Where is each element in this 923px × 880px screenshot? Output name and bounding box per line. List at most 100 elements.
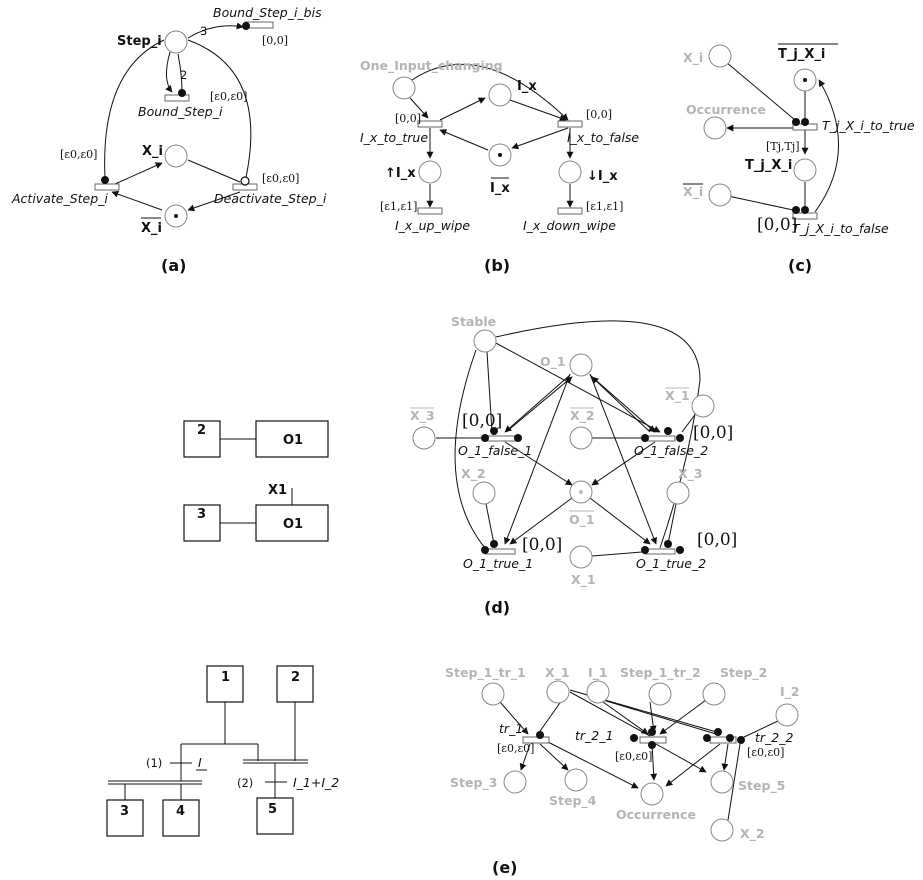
place-x-2 [472,481,496,505]
place-down-i-x [558,160,582,184]
label-i-x-to-true: I_x_to_true [360,130,428,145]
interval-tr-1: [ε0,ε0] [497,742,534,755]
label-o-1-false-2: O_1_false_2 [634,443,708,458]
step-4-label: 4 [176,804,185,819]
label-up-i-x: ↑I_x [385,166,416,181]
transition-o-1-false-2 [644,435,676,442]
step-2-label: 2 [197,423,206,438]
interval-true-1: [0,0] [522,535,562,555]
transition-i-x-up-wipe [417,207,443,215]
label-i-x-down-wipe: I_x_down_wipe [523,218,616,233]
interval-tr-2-1: [ε0,ε0] [615,750,652,763]
transition-bound-step-i [164,94,190,102]
place-stable [473,329,497,353]
interval-bound-bis: [0,0] [262,34,288,47]
interval-to-true: [0,0] [395,112,421,125]
place-i-2 [775,703,799,727]
label-step-1-tr-2: Step_1_tr_2 [620,665,701,681]
place-x-1 [569,545,593,569]
step-5-box [256,797,294,835]
place-occurrence [640,782,664,806]
place-x-1 [546,680,570,704]
label-i-x: I_x [517,79,537,94]
label-o-1: O_1 [540,354,566,370]
label-x-2: X_2 [461,466,486,482]
step-2-box [276,665,314,703]
label-bound-step-i: Bound_Step_i [138,104,223,119]
interval-down-wipe: [ε1,ε1] [586,200,623,213]
transition-i-x-to-true [417,120,443,128]
place-x-i-bar [708,183,732,207]
label-2: (2) [237,776,253,790]
label-x-i-bar: X_i [141,221,162,236]
label-deactivate-step-i: Deactivate_Step_i [214,191,327,206]
label-t-j-x-i: T_j_X_i [745,158,792,173]
place-step-3 [503,770,527,794]
label-i-2: I_2 [780,684,800,700]
token [174,214,178,218]
step-3-box [183,504,221,542]
place-up-i-x [418,160,442,184]
grafcet-d: 2 O1 X1 3 O1 [183,420,329,542]
transition-i-x-down-wipe [557,207,583,215]
label-step-3: Step_3 [450,775,497,791]
label-occurrence: Occurrence [686,102,766,117]
place-x-3 [666,481,690,505]
transition-o-1-false-1 [484,435,516,442]
label-i-x-up-wipe: I_x_up_wipe [395,218,470,233]
cond-1: I [198,755,202,770]
label-x-3: X_3 [678,466,703,482]
label-tr-2-2: tr_2_2 [755,730,793,745]
caption-a: (a) [161,256,186,275]
interval-deactivate: [ε0,ε0] [262,172,299,185]
label-t-j-x-i-to-true: T_j_X_i_to_true [822,118,915,133]
step-3-label: 3 [197,507,206,522]
label-step-5: Step_5 [738,778,785,794]
interval-00: [0,0] [757,215,797,235]
step-1-box [206,665,244,703]
label-o-1-bar: O_1 [569,512,595,528]
panel-d: Stable O_1 X_1 X_3 X_2 [0,0] [0,0] O_1_f… [410,314,737,617]
label-x-1: X_1 [545,665,570,681]
label-step-i: Step_i [117,34,162,49]
label-activate-step-i: Activate_Step_i [11,191,108,206]
step-1-label: 1 [221,670,230,685]
place-x-2 [710,818,734,842]
interval-true-2: [0,0] [697,530,737,550]
transition-tr-1 [522,736,550,744]
label-x-1-bar: X_1 [665,388,690,404]
interval-activate: [ε0,ε0] [60,148,97,161]
label-i-1: I_1 [588,665,608,681]
place-i-x [488,83,512,107]
label-stable: Stable [451,314,496,329]
label-o-1-false-1: O_1_false_1 [458,443,532,458]
label-x-2-bar: X_2 [570,408,595,424]
cond-2: I_1+I_2 [293,775,339,790]
place-step-5 [710,770,734,794]
place-step-i [164,30,188,54]
interval-to-false: [0,0] [586,108,612,121]
label-step-2: Step_2 [720,665,767,681]
transition-o-1-true-2 [644,548,676,555]
interval-false-2: [0,0] [693,423,733,443]
label-tr-1: tr_1 [499,721,523,736]
label-t-j-x-i-bar: T_j_X_i [778,47,825,62]
label-bound-step-i-bis: Bound_Step_i_bis [213,5,322,20]
label-down-i-x: ↓I_x [587,169,618,184]
label-i-x-to-false: I_x_to_false [567,130,639,145]
label-tr-2-1: tr_2_1 [575,728,613,743]
panel-a: Step_i Bound_Step_i_bis 3 2 [0,0] Bound_… [11,5,327,275]
condition-x1: X1 [268,483,287,498]
label-o-1-true-2: O_1_true_2 [636,556,706,571]
place-step-1-tr-1 [481,682,505,706]
panel-c: X_i T_j_X_i Occurrence T_j_X_i_to_true [… [683,43,915,275]
place-occurrence [703,116,727,140]
transition-activate-step-i [94,183,120,191]
label-o-1-true-1: O_1_true_1 [463,556,533,571]
label-x-i: X_i [683,50,703,66]
caption-d: (d) [484,598,510,617]
interval-bound-step-i: [ε0,ε0] [210,90,247,103]
weight-3: 3 [200,24,207,38]
interval-tj: [Tj,Tj] [766,140,800,153]
